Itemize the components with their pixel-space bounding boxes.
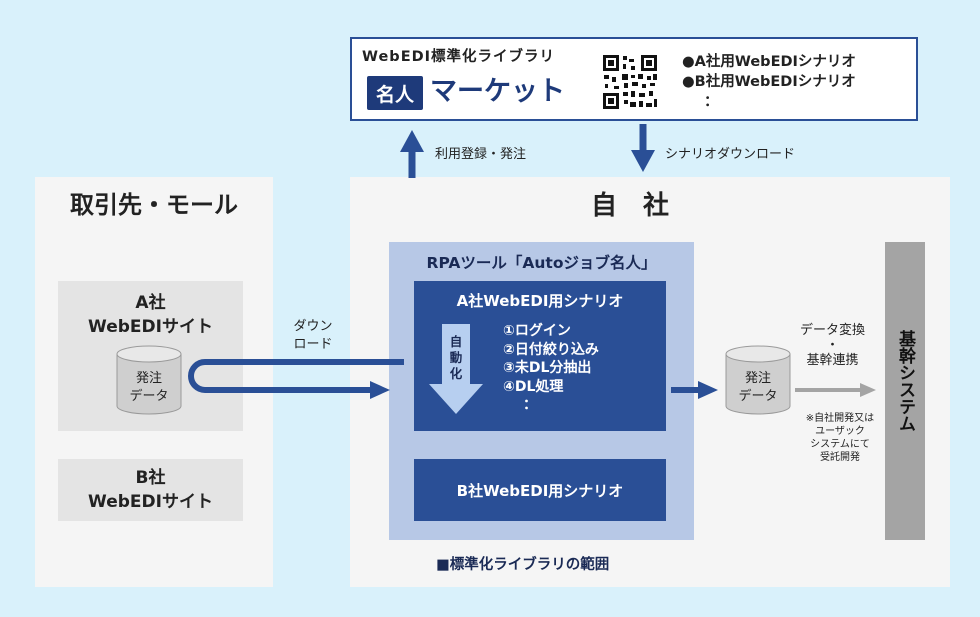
site-b-label: B社 WebEDIサイト	[88, 468, 213, 512]
step-download: ④DL処理	[503, 378, 564, 395]
automation-arrow	[429, 324, 483, 414]
data-convert-label: データ変換 ・ 基幹連携	[799, 323, 865, 368]
library-scenario-a: ●A社用WebEDIシナリオ	[682, 54, 856, 70]
logo-text: マーケット	[430, 76, 565, 107]
scenario-steps: ①ログイン ②日付絞り込み ③未DL分抽出 ④DL処理 ：	[503, 322, 663, 415]
db-a-label: 発注 データ	[129, 371, 169, 404]
step-date-filter: ②日付絞り込み	[503, 341, 599, 358]
partner-title: 取引先・モール	[70, 191, 238, 219]
qr-code-icon	[601, 53, 659, 111]
register-order-label: 利用登録・発注	[435, 147, 527, 162]
automation-label: 自 動 化	[449, 334, 463, 381]
development-note: ※自社開発又は ユーザック システムにて 受託開発	[805, 413, 875, 463]
step-ellipsis: ：	[523, 397, 537, 413]
scenario-b-title: B社WebEDI用シナリオ	[456, 481, 624, 500]
scenario-a-title: A社WebEDI用シナリオ	[456, 292, 624, 310]
library-scope-legend: ■標準化ライブラリの範囲	[436, 557, 610, 573]
library-scenario-b: ●B社用WebEDIシナリオ	[682, 74, 856, 90]
library-scenario-ellipsis: ：	[704, 94, 719, 110]
db-own-label: 発注 データ	[738, 371, 778, 404]
scenario-b-box	[414, 459, 666, 521]
logo-badge: 名人	[367, 76, 423, 110]
scenario-download-label: シナリオダウンロード	[665, 147, 796, 162]
step-extract: ③未DL分抽出	[503, 360, 592, 376]
database-icon	[116, 345, 182, 415]
register-order-arrow-head	[400, 130, 424, 152]
library-title: WebEDI標準化ライブラリ	[362, 49, 556, 65]
download-label: ダウン ロード	[293, 319, 333, 352]
database-icon	[725, 345, 791, 415]
rpa-tool-title: RPAツール「Autoジョブ名人」	[426, 254, 657, 272]
step-login: ①ログイン	[503, 323, 571, 339]
library-scenario-list: ●A社用WebEDIシナリオ ●B社用WebEDIシナリオ ：	[682, 52, 912, 112]
core-system-box	[885, 242, 925, 540]
scenario-download-arrow-head	[631, 150, 655, 172]
core-system-label: 基幹システム	[895, 330, 915, 432]
site-b-box	[58, 459, 243, 521]
own-company-title: 自 社	[590, 191, 669, 221]
site-a-label: A社 WebEDIサイト	[88, 293, 213, 337]
